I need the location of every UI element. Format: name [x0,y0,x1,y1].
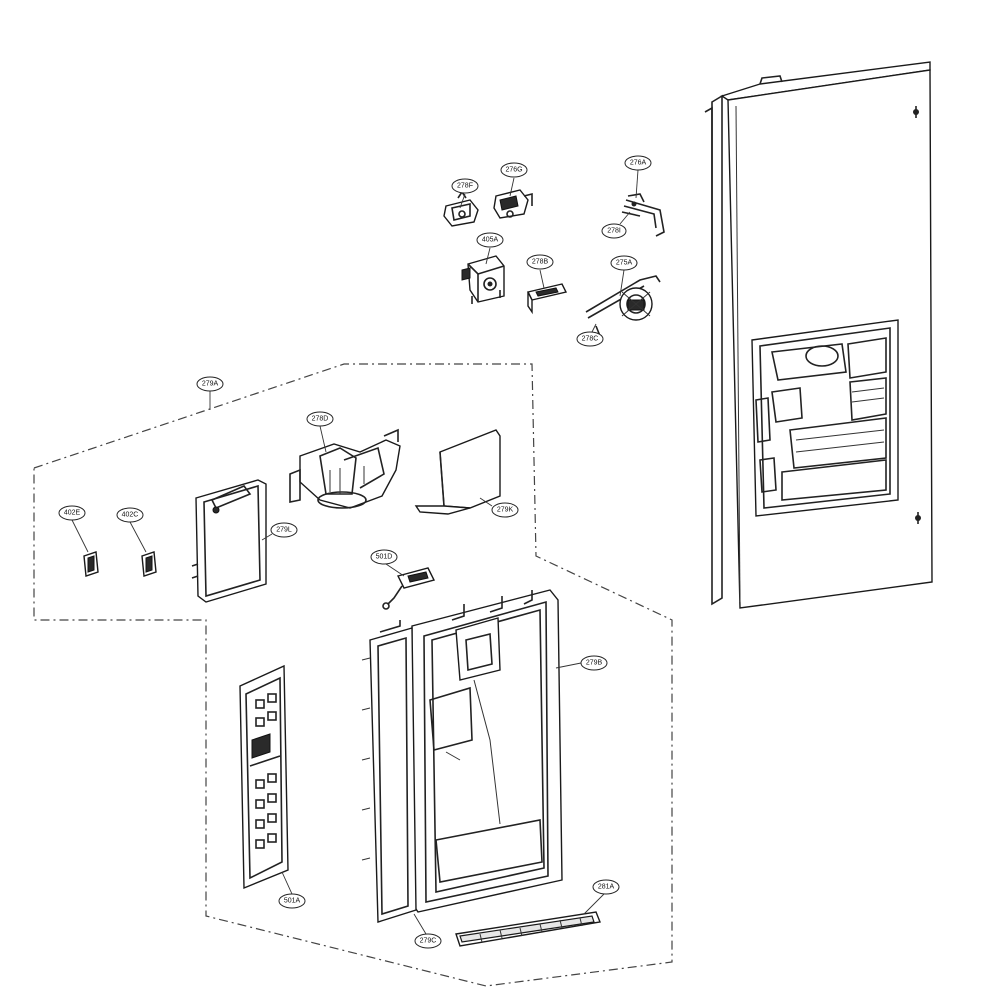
svg-text:278C: 278C [582,336,599,343]
svg-text:275A: 275A [616,260,633,267]
svg-text:276A: 276A [630,160,647,167]
callout-278I: 278I [601,211,631,239]
part-278B [526,283,568,315]
svg-text:278F: 278F [457,183,473,190]
svg-text:405A: 405A [482,237,499,244]
svg-text:279K: 279K [497,507,514,514]
part-405A [461,255,505,304]
callout-405A: 405A [476,232,504,265]
svg-text:279L: 279L [276,527,292,534]
part-279B [409,589,563,913]
callout-278B: 278B [526,254,554,289]
callout-402C: 402C [116,507,147,553]
part-281A [455,911,601,947]
assembly-group-boundary [33,363,673,987]
svg-text:402C: 402C [122,512,139,519]
part-279K [414,429,501,515]
part-275A [585,275,661,337]
svg-text:281A: 281A [598,884,615,891]
svg-text:501D: 501D [376,554,393,561]
svg-text:278D: 278D [312,416,329,423]
callout-281A: 281A [583,879,620,915]
svg-text:279B: 279B [586,660,603,667]
part-402E [83,551,99,577]
callout-278F: 278F [451,178,479,209]
svg-text:276G: 276G [505,167,522,174]
callout-278C: 278C [576,323,604,347]
part-278D [289,428,401,509]
part-501A [239,664,289,890]
callout-279K: 279K [479,497,519,518]
door-dispenser-recess [751,319,899,517]
part-279L [191,479,267,603]
callout-279L: 279L [261,522,298,541]
callout-276A: 276A [624,155,652,199]
svg-text:279A: 279A [202,381,219,388]
callouts: 278F 276G 276A 278I 405A [58,155,652,949]
callout-276G: 276G [500,162,528,197]
svg-text:278I: 278I [607,228,621,235]
part-501D [382,567,436,610]
svg-text:402E: 402E [64,510,81,517]
callout-501D: 501D [370,549,405,577]
part-276G [493,189,533,219]
part-279C [361,620,417,923]
part-278F [443,190,479,227]
svg-text:279C: 279C [420,938,437,945]
callout-279B: 279B [555,655,608,671]
svg-text:278B: 278B [532,259,549,266]
part-402C [141,551,157,577]
callout-275A: 275A [610,255,638,297]
pcb-buttons [255,693,277,849]
svg-text:501A: 501A [284,898,301,905]
part-276A [621,193,665,237]
callout-278D: 278D [306,411,334,453]
callout-402E: 402E [58,505,89,553]
callout-501A: 501A [278,871,306,909]
callout-279A: 279A [196,376,224,410]
refrigerator-door-panel [704,61,933,609]
callout-279C: 279C [413,913,442,949]
